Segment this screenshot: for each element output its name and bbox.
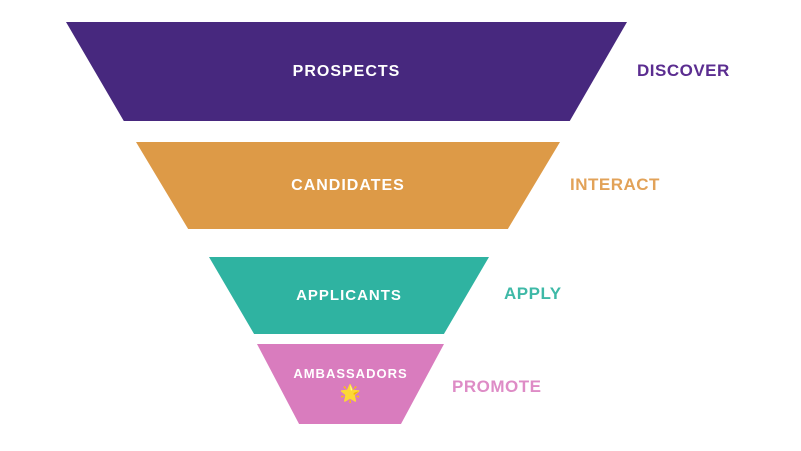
funnel-level-label-candidates: CANDIDATES	[291, 176, 405, 194]
funnel-level-applicants: APPLICANTS	[209, 257, 489, 334]
funnel-level-ambassadors: AMBASSADORS 🌟	[257, 344, 444, 424]
stage-label-discover: DISCOVER	[637, 61, 730, 80]
funnel-level-label-ambassadors: AMBASSADORS	[293, 366, 408, 381]
stage-label-interact: INTERACT	[570, 175, 660, 194]
glowing-star-icon: 🌟	[339, 384, 362, 403]
stage-label-promote: PROMOTE	[452, 377, 542, 396]
funnel-level-prospects: PROSPECTS	[66, 22, 627, 121]
stage-label-apply: APPLY	[504, 284, 562, 303]
funnel-level-candidates: CANDIDATES	[136, 142, 560, 229]
funnel-level-label-prospects: PROSPECTS	[292, 62, 401, 80]
funnel-level-label-applicants: APPLICANTS	[296, 287, 402, 304]
